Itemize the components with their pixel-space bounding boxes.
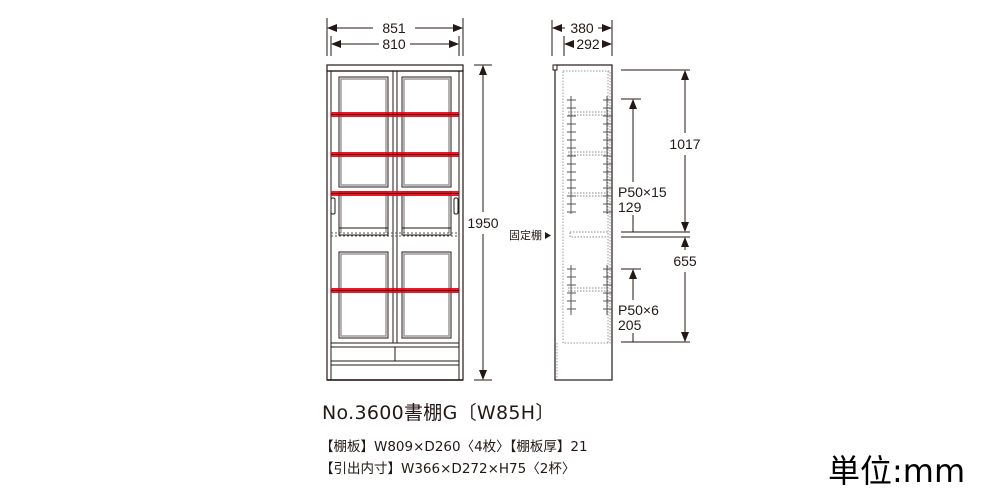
shelf-pin-rails bbox=[570, 96, 608, 315]
unit-label: 単位:mm bbox=[828, 452, 966, 490]
fixed-shelf-arrow-icon bbox=[545, 232, 551, 239]
depth-dimension-292 bbox=[563, 36, 613, 56]
cabinet-side bbox=[552, 64, 613, 381]
front-view: 851 810 bbox=[326, 18, 499, 381]
width-dimension-851 bbox=[326, 18, 464, 56]
dim-810: 810 bbox=[382, 36, 406, 52]
fixed-shelf-label: 固定棚 bbox=[509, 228, 542, 242]
drawer-spec: 【引出内寸】W366×D272×H75〈2杯〉 bbox=[320, 461, 576, 477]
lower-pitch-range: 205 bbox=[618, 317, 642, 333]
left-glass-door bbox=[338, 76, 389, 339]
lower-pitch: P50×6 bbox=[618, 302, 659, 318]
right-glass-door bbox=[401, 76, 452, 339]
upper-pitch-range: 129 bbox=[618, 199, 642, 215]
width-dimension-810 bbox=[330, 36, 460, 56]
dim-1017: 1017 bbox=[669, 136, 700, 152]
upper-pitch: P50×15 bbox=[618, 184, 667, 200]
shelf-spec: 【棚板】W809×D260〈4枚〉【棚板厚】21 bbox=[320, 439, 588, 455]
adjustable-shelves-red bbox=[331, 112, 459, 293]
dim-1950: 1950 bbox=[467, 215, 498, 231]
left-door-handle bbox=[330, 197, 336, 215]
product-title: No.3600書棚G〔W85H〕 bbox=[322, 402, 555, 424]
shelf-pin-ticks bbox=[567, 99, 612, 310]
side-view: 380 292 bbox=[509, 20, 701, 381]
dim-851: 851 bbox=[382, 20, 406, 36]
height-dimension-1017 bbox=[621, 69, 690, 233]
right-door-handle bbox=[453, 197, 459, 215]
height-dimension-1950 bbox=[474, 64, 492, 381]
dim-292: 292 bbox=[576, 36, 600, 52]
dim-380: 380 bbox=[570, 20, 594, 36]
lower-pitch-arrow bbox=[621, 268, 641, 342]
upper-pitch-arrow bbox=[621, 98, 641, 232]
dim-655: 655 bbox=[673, 253, 697, 269]
